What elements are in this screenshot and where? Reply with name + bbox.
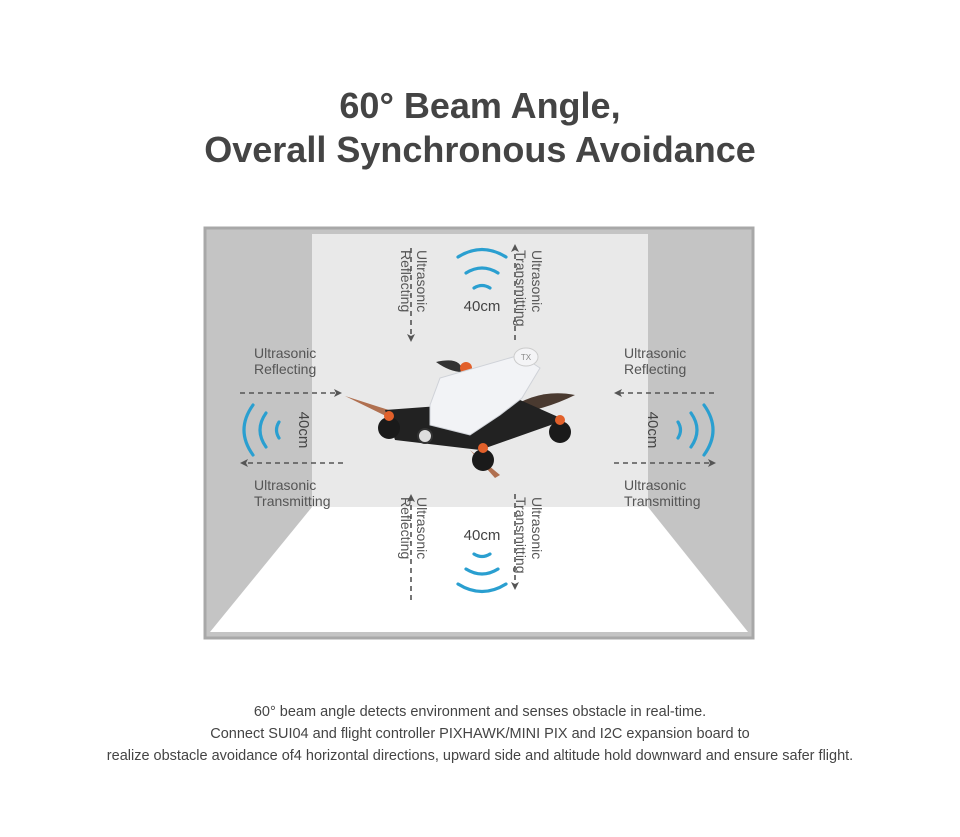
camera: [417, 428, 433, 444]
floor: [210, 507, 748, 632]
right-reflect-label-1: Ultrasonic: [624, 345, 686, 361]
propeller: [436, 360, 462, 372]
right-sensor-group: Ultrasonic Reflecting 40cm Ultrasonic Tr…: [614, 345, 716, 509]
propeller: [345, 396, 395, 418]
wave-arc: [472, 552, 492, 559]
motor-cap: [555, 415, 565, 425]
description-line-3: realize obstacle avoidance of4 horizonta…: [106, 748, 854, 764]
top-sensor-group: Ultrasonic Reflecting Ultrasonic Transmi…: [398, 244, 545, 342]
title-line-2: Overall Synchronous Avoidance: [204, 129, 756, 170]
motor-cap: [478, 443, 488, 453]
top-transmit-label-1: Ultrasonic: [529, 250, 545, 312]
wave-arc: [464, 567, 500, 576]
left-transmit-label-1: Ultrasonic: [254, 477, 316, 493]
wave-arc: [274, 420, 281, 440]
top-reflect-label-2: Reflecting: [398, 250, 414, 312]
description-line-1: 60° beam angle detects environment and s…: [253, 704, 707, 720]
bottom-sensor-group: Ultrasonic Reflecting Ultrasonic Transmi…: [398, 494, 545, 600]
left-distance: 40cm: [295, 412, 312, 449]
sensor-label: TX: [521, 353, 532, 362]
title-line-1: 60° Beam Angle,: [339, 85, 621, 126]
bottom-reflect-label-1: Ultrasonic: [414, 497, 430, 559]
room: [203, 226, 755, 640]
bottom-reflect-label-2: Reflecting: [398, 497, 414, 559]
bottom-transmit-label-1: Ultrasonic: [529, 497, 545, 559]
wave-arc: [464, 266, 500, 275]
motor: [378, 417, 400, 439]
top-reflect-label-1: Ultrasonic: [414, 250, 430, 312]
wave-arc: [689, 411, 699, 449]
motor: [472, 449, 494, 471]
wave-arc: [258, 411, 268, 449]
wave-arc: [456, 247, 508, 259]
description-line-2: Connect SUI04 and flight controller PIXH…: [210, 726, 750, 742]
bottom-distance: 40cm: [464, 527, 501, 544]
right-reflect-label-2: Reflecting: [624, 361, 686, 377]
drone-image: TX: [345, 347, 575, 478]
top-distance: 40cm: [464, 298, 501, 315]
wave-arc: [456, 582, 508, 594]
right-transmit-label-2: Transmitting: [624, 493, 701, 509]
bottom-transmit-label-2: Transmitting: [513, 497, 529, 574]
wave-arc: [472, 283, 492, 290]
wave-arc: [702, 403, 715, 457]
right-transmit-label-1: Ultrasonic: [624, 477, 686, 493]
right-distance: 40cm: [644, 412, 661, 449]
left-reflect-label-1: Ultrasonic: [254, 345, 316, 361]
left-transmit-label-2: Transmitting: [254, 493, 331, 509]
ultrasonic-sensor: [513, 347, 539, 367]
motor: [549, 421, 571, 443]
left-sensor-group: Ultrasonic Reflecting 40cm Ultrasonic Tr…: [240, 345, 343, 509]
left-reflect-label-2: Reflecting: [254, 361, 316, 377]
motor-cap: [384, 411, 394, 421]
drone-body: [429, 354, 541, 436]
wave-arc: [676, 420, 683, 440]
top-transmit-label-2: Transmitting: [513, 250, 529, 327]
wave-arc: [242, 403, 255, 457]
